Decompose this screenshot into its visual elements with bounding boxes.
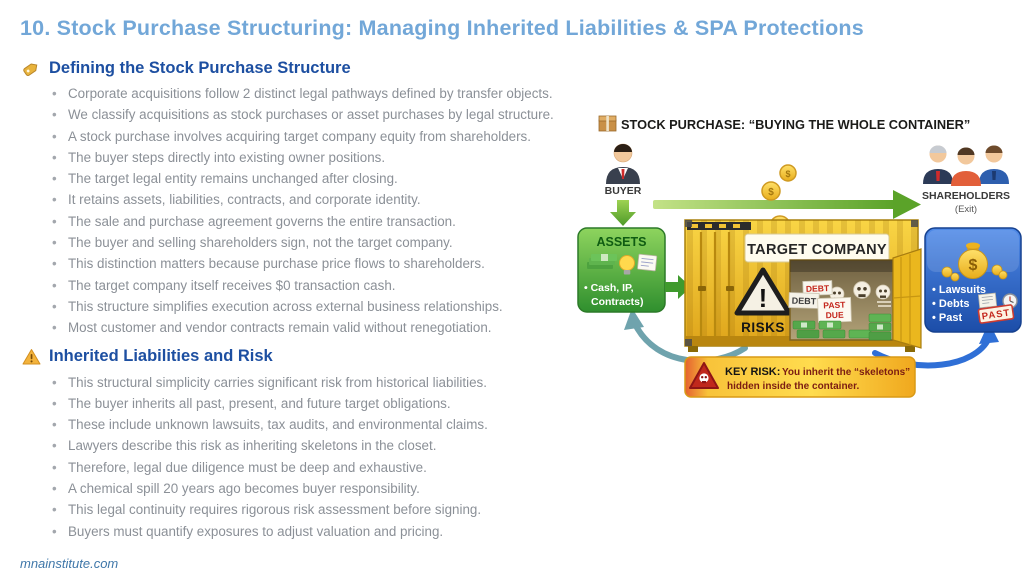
shareholders-figure: SHAREHOLDERS (Exit)	[922, 145, 1010, 215]
svg-text:$: $	[969, 257, 978, 274]
diagram-heading: STOCK PURCHASE: “BUYING THE WHOLE CONTAI…	[621, 117, 970, 132]
container-label: TARGET COMPANY	[747, 242, 887, 258]
down-arrow	[610, 200, 636, 226]
key-risk-line2: hidden inside the container.	[727, 381, 859, 392]
svg-text:$: $	[768, 187, 774, 198]
risks-warning-icon: !	[734, 267, 792, 316]
bullet-item: The sale and purchase agreement governs …	[68, 211, 605, 232]
bullet-list: This structural simplicity carries signi…	[20, 372, 605, 542]
skeleton-icon	[875, 284, 891, 307]
footer-link[interactable]: mnainstitute.com	[20, 556, 119, 571]
buyer-figure: BUYER	[605, 143, 642, 197]
lightbulb-icon	[619, 255, 635, 275]
bullet-item: Lawyers describe this risk as inheriting…	[68, 435, 605, 456]
section-inherited-liabilities: Inherited Liabilities and Risk This stru…	[20, 345, 605, 542]
warning-icon	[22, 348, 41, 365]
svg-text:!: !	[759, 283, 768, 313]
bullet-item: Buyers must quantify exposures to adjust…	[68, 521, 605, 542]
bullet-item: Therefore, legal due diligence must be d…	[68, 457, 605, 478]
package-icon	[598, 115, 617, 132]
past-due-sign: PAST DUE	[817, 297, 852, 323]
content-column: Defining the Stock Purchase Structure Co…	[20, 52, 605, 548]
bullet-item: Most customer and vendor contracts remai…	[68, 317, 605, 338]
past-stamp: PAST	[977, 304, 1015, 324]
container-opening: DEBT DEBT PAST DUE	[788, 259, 894, 341]
receipt-icon	[977, 292, 998, 309]
bullet-item: This structural simplicity carries signi…	[68, 372, 605, 393]
assets-box: ASSETS • Cash, IP, Contracts)	[577, 227, 666, 313]
svg-text:$: $	[785, 169, 790, 179]
coin-icon: $	[761, 181, 781, 201]
page-title: 10. Stock Purchase Structuring: Managing…	[20, 16, 864, 40]
svg-text:DUE: DUE	[826, 310, 845, 321]
bullet-item: It retains assets, liabilities, contract…	[68, 189, 605, 210]
bullet-item: The buyer and selling shareholders sign,…	[68, 232, 605, 253]
cash-icon	[587, 254, 617, 269]
shareholders-sublabel: (Exit)	[955, 204, 977, 215]
bullet-item: This structure simplifies execution acro…	[68, 296, 605, 317]
bullet-item: A chemical spill 20 years ago becomes bu…	[68, 478, 605, 499]
svg-text:DEBT: DEBT	[806, 283, 830, 294]
contract-icon	[637, 253, 658, 272]
target-company-container: TARGET COMPANY ! RISKS	[684, 219, 922, 352]
bullet-item: We classify acquisitions as stock purcha…	[68, 104, 605, 125]
bullet-item: The buyer steps directly into existing o…	[68, 147, 605, 168]
debt-box: DEBT	[802, 280, 833, 296]
tag-icon	[23, 62, 38, 76]
skull-warning-icon	[689, 362, 719, 389]
debt-box: DEBT	[788, 292, 820, 309]
bullet-item: The target company itself receives $0 tr…	[68, 275, 605, 296]
stock-purchase-diagram: STOCK PURCHASE: “BUYING THE WHOLE CONTAI…	[577, 115, 1022, 398]
open-door	[892, 248, 922, 349]
key-risk-label: KEY RISK:	[725, 366, 780, 378]
liabilities-box: $ • Lawsuits • Debts • Past PAST	[924, 227, 1022, 333]
svg-text:DEBT: DEBT	[792, 296, 817, 307]
svg-text:PAST: PAST	[981, 308, 1011, 323]
key-risk-banner: KEY RISK: You inherit the “skeletons” hi…	[684, 356, 916, 398]
bullet-list: Corporate acquisitions follow 2 distinct…	[20, 83, 605, 339]
liability-item: • Lawsuits	[932, 284, 986, 296]
payment-arrow	[653, 190, 921, 219]
shareholders-label: SHAREHOLDERS	[922, 190, 1010, 202]
bullet-item: These include unknown lawsuits, tax audi…	[68, 414, 605, 435]
bullet-item: This legal continuity requires rigorous …	[68, 499, 605, 520]
coin-icon: $	[779, 164, 797, 182]
assets-line1: • Cash, IP,	[584, 282, 634, 294]
money-stacks	[792, 313, 892, 341]
section-defining-structure: Defining the Stock Purchase Structure Co…	[20, 56, 605, 339]
bullet-item: The buyer inherits all past, present, an…	[68, 393, 605, 414]
skeleton-icon	[853, 281, 871, 299]
key-risk-line1: You inherit the “skeletons”	[782, 367, 910, 378]
section-heading: Defining the Stock Purchase Structure	[49, 58, 351, 77]
money-bag-icon: $	[941, 242, 1008, 282]
section-heading-row: Defining the Stock Purchase Structure	[22, 56, 605, 80]
bullet-item: A stock purchase involves acquiring targ…	[68, 126, 605, 147]
assets-title: ASSETS	[596, 235, 646, 249]
section-heading-row: Inherited Liabilities and Risk	[22, 345, 605, 369]
assets-line2: Contracts)	[591, 296, 644, 308]
bullet-item: Corporate acquisitions follow 2 distinct…	[68, 83, 605, 104]
liability-item: • Debts	[932, 298, 969, 310]
diagram-heading-row: STOCK PURCHASE: “BUYING THE WHOLE CONTAI…	[598, 115, 970, 132]
buyer-label: BUYER	[605, 185, 642, 197]
section-heading: Inherited Liabilities and Risk	[49, 347, 273, 366]
svg-text:PAST: PAST	[823, 300, 846, 311]
bullet-item: This distinction matters because purchas…	[68, 253, 605, 274]
risks-label: RISKS	[741, 320, 785, 335]
bullet-item: The target legal entity remains unchange…	[68, 168, 605, 189]
liability-item: • Past	[932, 312, 962, 324]
